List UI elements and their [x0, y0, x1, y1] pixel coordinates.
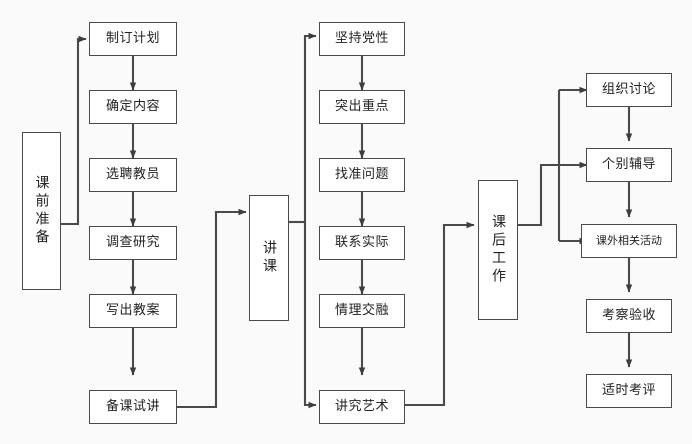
stage-box-post[interactable]: 课后工作 [478, 180, 518, 320]
edge-teach-to-art [303, 222, 317, 409]
node-extracurricular-activities[interactable]: 课外相关活动 [581, 224, 677, 258]
node-timely-evaluation[interactable]: 适时考评 [586, 374, 672, 408]
node-make-plan[interactable]: 制订计划 [89, 22, 177, 56]
edge-teach-to-party [303, 32, 317, 222]
node-uphold-party-spirit[interactable]: 坚持党性 [319, 22, 405, 56]
node-attend-to-artistry[interactable]: 讲究艺术 [319, 390, 405, 424]
node-inspection-acceptance[interactable]: 考察验收 [586, 299, 672, 333]
node-highlight-key-points[interactable]: 突出重点 [319, 90, 405, 124]
edge-art-to-post [405, 221, 475, 407]
node-blend-emotion-reason[interactable]: 情理交融 [319, 294, 405, 328]
edge-pre-to-plan [60, 35, 87, 226]
node-identify-problems[interactable]: 找准问题 [319, 158, 405, 192]
stage-box-pre[interactable]: 课前准备 [22, 132, 61, 290]
node-investigate-research[interactable]: 调查研究 [89, 226, 177, 260]
node-link-to-practice[interactable]: 联系实际 [319, 226, 405, 260]
node-write-lesson-plan[interactable]: 写出教案 [89, 294, 177, 328]
node-individual-tutoring[interactable]: 个别辅导 [586, 148, 672, 182]
node-select-teacher[interactable]: 选聘教员 [89, 158, 177, 192]
node-organize-discussion[interactable]: 组织讨论 [586, 73, 672, 107]
node-determine-content[interactable]: 确定内容 [89, 90, 177, 124]
edge-post-trunk [518, 163, 559, 227]
stage-box-teach[interactable]: 讲课 [249, 195, 289, 321]
node-prepare-rehearse[interactable]: 备课试讲 [89, 390, 177, 424]
edge-rehearse-to-teach [177, 208, 247, 409]
